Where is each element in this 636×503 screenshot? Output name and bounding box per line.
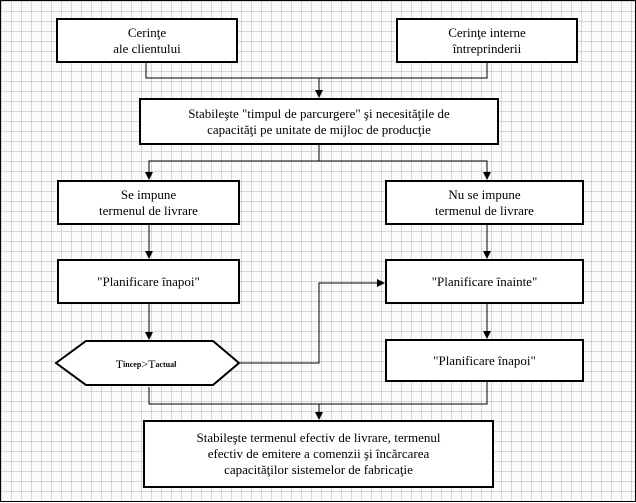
establish-time-line-2: capacităţi pe unitate de mijloc de produ… [207,121,431,137]
final-line-3: capacităţilor sistemelor de fabricaţie [224,462,413,477]
final-box: Stabileşte termenul efectiv de livrare, … [143,420,494,488]
connector-backward-right-merge [319,382,488,405]
decision-sub2: actual [155,359,177,369]
connector-split-left [145,160,319,180]
decision-t1: T [115,356,124,371]
connector-client-merge [145,63,319,79]
final-line-2: efectiv de emitere a comenzii şi încărca… [207,446,430,461]
forward-planning-label: "Planificare înainte" [431,273,538,289]
internal-requirements-line-1: Cerinţe interne [448,24,526,40]
connector-decision-to-forward [237,279,385,364]
deadline-not-imposed-line-1: Nu se impune [448,186,521,202]
decision-hexagon [54,340,241,386]
internal-requirements-line-2: întreprinderii [452,40,522,56]
deadline-imposed-box: Se impune termenul de livrare [57,180,240,225]
forward-planning-box: "Planificare înainte" [385,259,584,304]
connector-split-right [319,160,491,180]
deadline-imposed-line-1: Se impune [120,186,177,202]
final-line-1: Stabileşte termenul efectiv de livrare, … [196,430,441,445]
connector-decision-merge [148,387,319,405]
decision-sub1: încep [123,359,142,369]
client-requirements-line-1: Cerinţe [127,24,167,40]
establish-time-line-1: Stabileşte "timpul de parcurgere" şi nec… [188,105,450,121]
deadline-not-imposed-line-2: termenul de livrare [435,202,534,218]
deadline-imposed-line-2: termenul de livrare [99,202,198,218]
backward-planning-right-box: "Planificare înapoi" [385,339,584,382]
establish-time-box: Stabileşte "timpul de parcurgere" şi nec… [139,98,499,145]
backward-planning-left-box: "Planificare înapoi" [57,259,240,304]
backward-planning-right-label: "Planificare înapoi" [433,352,536,368]
connector-internal-merge [319,63,488,79]
client-requirements-box: Cerinţe ale clientului [56,18,238,63]
internal-requirements-box: Cerinţe interne întreprinderii [396,18,578,63]
decision-op: > [141,356,149,371]
decision-t2: T [148,356,156,371]
client-requirements-line-2: ale clientului [113,40,181,56]
backward-planning-left-label: "Planificare înapoi" [97,273,200,289]
deadline-not-imposed-box: Nu se impune termenul de livrare [385,180,584,225]
